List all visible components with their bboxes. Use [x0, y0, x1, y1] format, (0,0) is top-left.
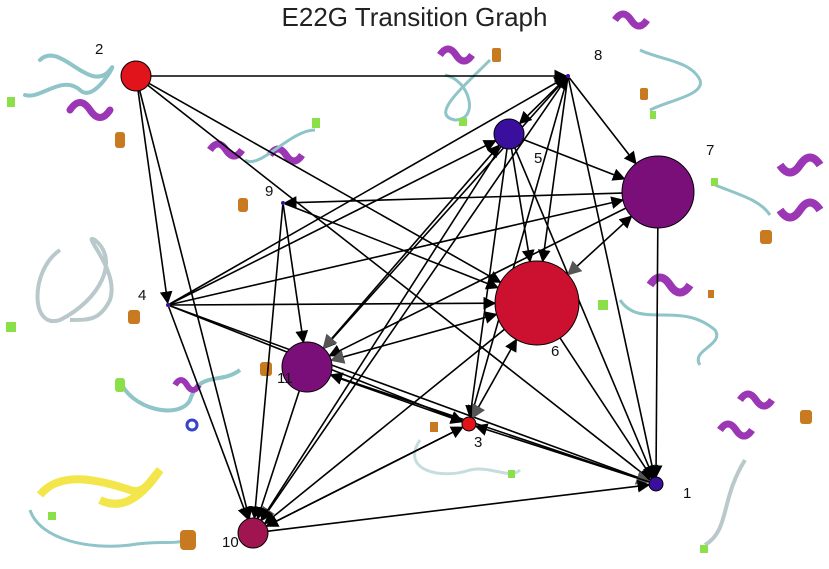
graph-nodes	[120, 60, 695, 549]
edge-2-1	[147, 84, 652, 481]
node-label-6: 6	[551, 343, 559, 360]
edge-8-6	[537, 77, 569, 263]
protein-structure-2-icon	[7, 53, 125, 148]
graph-title: E22G Transition Graph	[281, 2, 548, 32]
protein-structure-4-icon	[6, 236, 140, 332]
protein-structure-top-right-icon	[612, 10, 702, 119]
edge-11-10	[255, 390, 301, 520]
edge-4-6	[169, 296, 497, 310]
edge-4-8	[169, 76, 568, 305]
node-label-10: 10	[222, 534, 239, 551]
edge-9-6	[284, 202, 500, 290]
edge-7-1	[649, 227, 663, 479]
edge-5-7	[522, 138, 626, 181]
edge-7-9	[283, 192, 623, 209]
edge-11-3	[330, 374, 464, 424]
edge-2-6	[148, 82, 502, 283]
node-label-1: 1	[683, 485, 691, 502]
node-3	[461, 416, 477, 432]
node-6	[494, 260, 580, 346]
edge-7-6	[566, 215, 633, 276]
node-11	[281, 341, 333, 393]
node-1	[648, 476, 664, 492]
node-4	[166, 303, 170, 307]
protein-structure-bottom-right-icon	[700, 390, 812, 553]
edge-1-3	[474, 423, 650, 483]
protein-structure-10-icon	[28, 467, 196, 550]
edge-3-10	[265, 426, 464, 527]
node-10	[237, 517, 269, 549]
node-label-11: 11	[277, 370, 293, 387]
node-label-7: 7	[706, 142, 714, 159]
edge-9-10	[249, 204, 284, 520]
edge-11-1	[329, 372, 651, 485]
edge-7-11	[328, 207, 627, 357]
edge-8-7	[568, 77, 637, 165]
protein-structure-8-icon	[437, 45, 501, 126]
edge-6-11	[329, 311, 498, 364]
node-7	[621, 155, 695, 229]
node-label-8: 8	[594, 47, 602, 64]
node-2	[120, 60, 152, 92]
protein-structure-7-icon	[711, 153, 824, 244]
edge-9-11	[282, 204, 309, 344]
node-8	[566, 74, 570, 78]
graph-node-labels: 1 2 3 4 5 6 7 8 9 10 11	[95, 41, 714, 551]
edge-10-1	[267, 479, 651, 532]
node-label-5: 5	[534, 150, 542, 167]
edge-4-1	[169, 304, 651, 484]
edge-2-4	[137, 90, 173, 305]
edge-5-11	[322, 144, 501, 350]
edge-5-6	[510, 148, 535, 263]
node-5	[493, 118, 525, 150]
node-label-9: 9	[265, 183, 273, 200]
node-label-4: 4	[138, 287, 146, 304]
node-9	[281, 201, 285, 205]
graph-edges	[137, 69, 663, 532]
node-label-2: 2	[95, 41, 103, 58]
node-label-3: 3	[474, 434, 482, 451]
protein-structure-6-icon	[598, 273, 719, 366]
edge-4-10	[167, 306, 250, 521]
